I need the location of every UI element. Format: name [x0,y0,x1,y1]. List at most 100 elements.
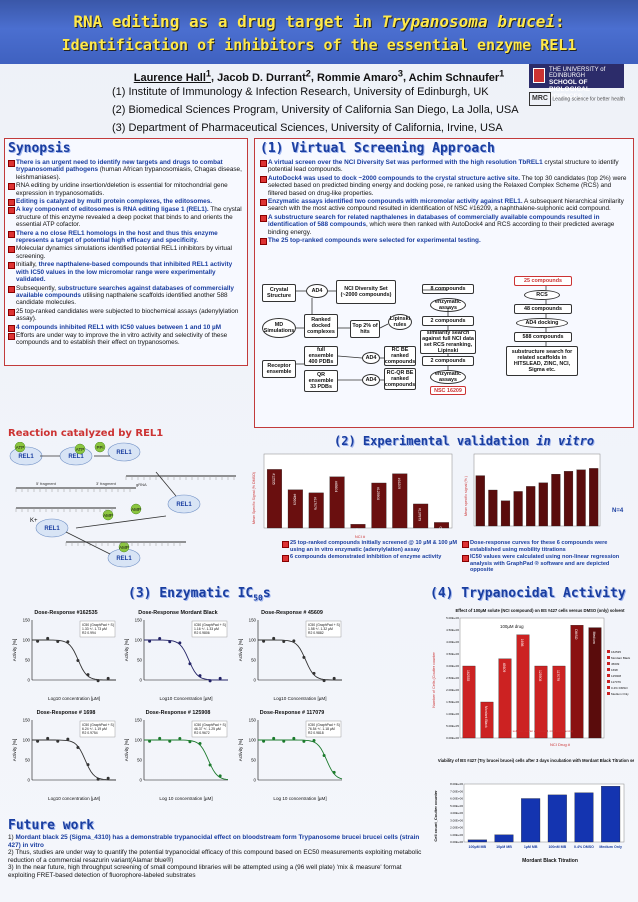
y-tick-label: 1.50E+06 [446,700,459,704]
x-tick-label: 100µM MB [469,845,487,849]
y-tick-label: 2.00E+06 [450,826,463,830]
bullet-item: Molecular dynamics simulations identifie… [8,245,244,260]
chart-bar [266,469,282,529]
flow-25-compounds: 25 compounds [514,276,572,286]
ic50-box [191,720,228,738]
note-item: 25 top-ranked compounds initially screen… [282,540,458,553]
y-tick-label: 100 [23,638,31,643]
flow-ad4-c: AD4 [362,374,380,386]
ic50-value: 1.33 +/- 1.73 µM [82,627,107,631]
bullet-item: Initially, three napthalene-based compou… [8,261,244,283]
bullet-item: 4 compounds inhibited REL1 with IC50 val… [8,324,244,332]
author-text: Laurence Hall [133,71,206,84]
chart-bar [434,522,450,529]
chart-bar [392,473,408,529]
author-text: Achim Schnaufer [408,71,500,84]
bar-label: #12535 [271,473,275,484]
bar-label: Medium [592,632,596,644]
x-tick-label: 10µM MB [496,845,512,849]
chart-title: Dose-Response #162535 [34,610,97,616]
rel1-label: REL1 [116,556,132,562]
cofactor-shape [74,443,86,455]
flow-2-compounds-b: 2 compounds [422,356,474,366]
rel1-label: REL1 [116,450,132,456]
ic50-title: (3) Enzymatic IC50s [128,586,271,603]
affiliation-1: (1) Institute of Immunology & Infection … [112,86,489,98]
mrc-logo: MRC Leading science for better health [529,92,629,108]
fit-curve [32,739,117,781]
legend-label: 100µM drug [500,624,524,629]
data-point [188,662,192,666]
legend-entry: 162535 [611,650,621,654]
chart-bar [534,665,548,739]
fit-curve [258,639,342,681]
y-axis-label: Number of Cells (Coulter counter [432,652,436,708]
x-tick-label: Medium Only [599,845,622,849]
author-separator: , [210,71,218,84]
bullet-tail: utilising napthalene scaffolds identifie… [16,291,228,307]
x-axis-label: NCI # [355,534,366,539]
y-tick-label: 150 [249,718,257,723]
y-axis-label: Cell count_Coulter counter [433,790,438,842]
poster-title-line2: Identification of inhibitors of the esse… [61,36,577,54]
cofactor-label: AMP [131,507,141,512]
bullet-text: RNA editing by uridine insertion/deletio… [16,182,228,197]
x-tick-label: 0.4% DMSO [574,845,594,849]
x-axis-label: Log10 Concentration [µM] [274,696,327,701]
future-work-title: Future work [8,818,95,833]
data-point [46,636,50,640]
chart-bar [513,491,523,527]
note-item: 6 compounds demonstrated inhibition of e… [282,554,458,562]
y-axis-label: Mean specific signal (% ) [464,476,468,516]
flow-md-simulations: MD Simulations [262,318,296,338]
flow-rc-be: RC BE ranked compounds [384,346,416,366]
flow-588-compounds: 588 compounds [514,332,572,342]
y-tick-label: 150 [249,618,257,623]
ic50-value: 1.16 +/- 1.33 µM [194,627,219,631]
chart-bar [350,524,366,529]
chart-bar [570,625,584,739]
y-axis-label: Activity [%] [124,739,129,761]
flow-rc-qr: RC-QR BE ranked compounds [384,368,416,390]
author-separator: , [402,71,409,84]
y-axis-label: Mean Specific Signal (% DMSO) [252,472,256,524]
reaction-arrow [75,515,167,529]
rel1-label: REL1 [176,502,192,508]
legend-entry: Medium Only [611,692,629,696]
fit-curve [144,639,228,681]
y-tick-label: 0 [28,678,31,683]
flow-full-ensemble: full ensemble 400 PDBs [304,346,338,366]
chart-bar [480,701,494,739]
y-tick-label: 5.00E+06 [450,804,463,808]
ic50-heading: IC50 (GraphPad + S) [308,623,340,627]
author-name: Laurence Hall1 [133,68,211,84]
replicate-label: N=4 [612,508,624,514]
y-axis-label: Activity [%] [238,639,243,661]
data-point [148,639,152,643]
fit-curve [144,739,229,781]
y-tick-label: 0.00E+00 [450,840,463,844]
x-axis-label: Mordant Black Titration [522,858,578,864]
bar-label: DMSO [574,629,578,640]
x-tick-label: 100nM MB [548,845,566,849]
bullet-text: A subsequent hierarchical similarity sea… [268,198,624,213]
ic50-value: 1.58 +/- 1.32 µM [308,627,333,631]
title-banner: RNA editing as a drug target in Trypanos… [0,0,638,64]
legend-swatch [607,650,610,653]
y-tick-label: 2.00E+06 [446,688,459,692]
flow-48-compounds: 48 compounds [514,304,572,314]
note-item: IC50 values were calculated using non-li… [462,554,632,574]
bar-label: #1698 [355,528,359,538]
chart-bar [576,469,586,527]
footnote: (*2 solution, carrier compound, mild int… [508,729,573,733]
y-tick-label: 0 [28,778,31,783]
reaction-title: Reaction catalyzed by REL1 [8,428,164,439]
chart-title: Dose-Response # 45609 [261,610,323,616]
bullet-bold: There is an urgent need to identify new … [16,159,223,174]
cell-count-chart: Effect of 100µM solute (NCI compound) on… [432,608,631,747]
bullet-text: The top 30 candidates (top 2%) were sele… [268,174,627,197]
data-point [36,639,40,643]
y-tick-label: 5.00E+06 [446,616,459,620]
